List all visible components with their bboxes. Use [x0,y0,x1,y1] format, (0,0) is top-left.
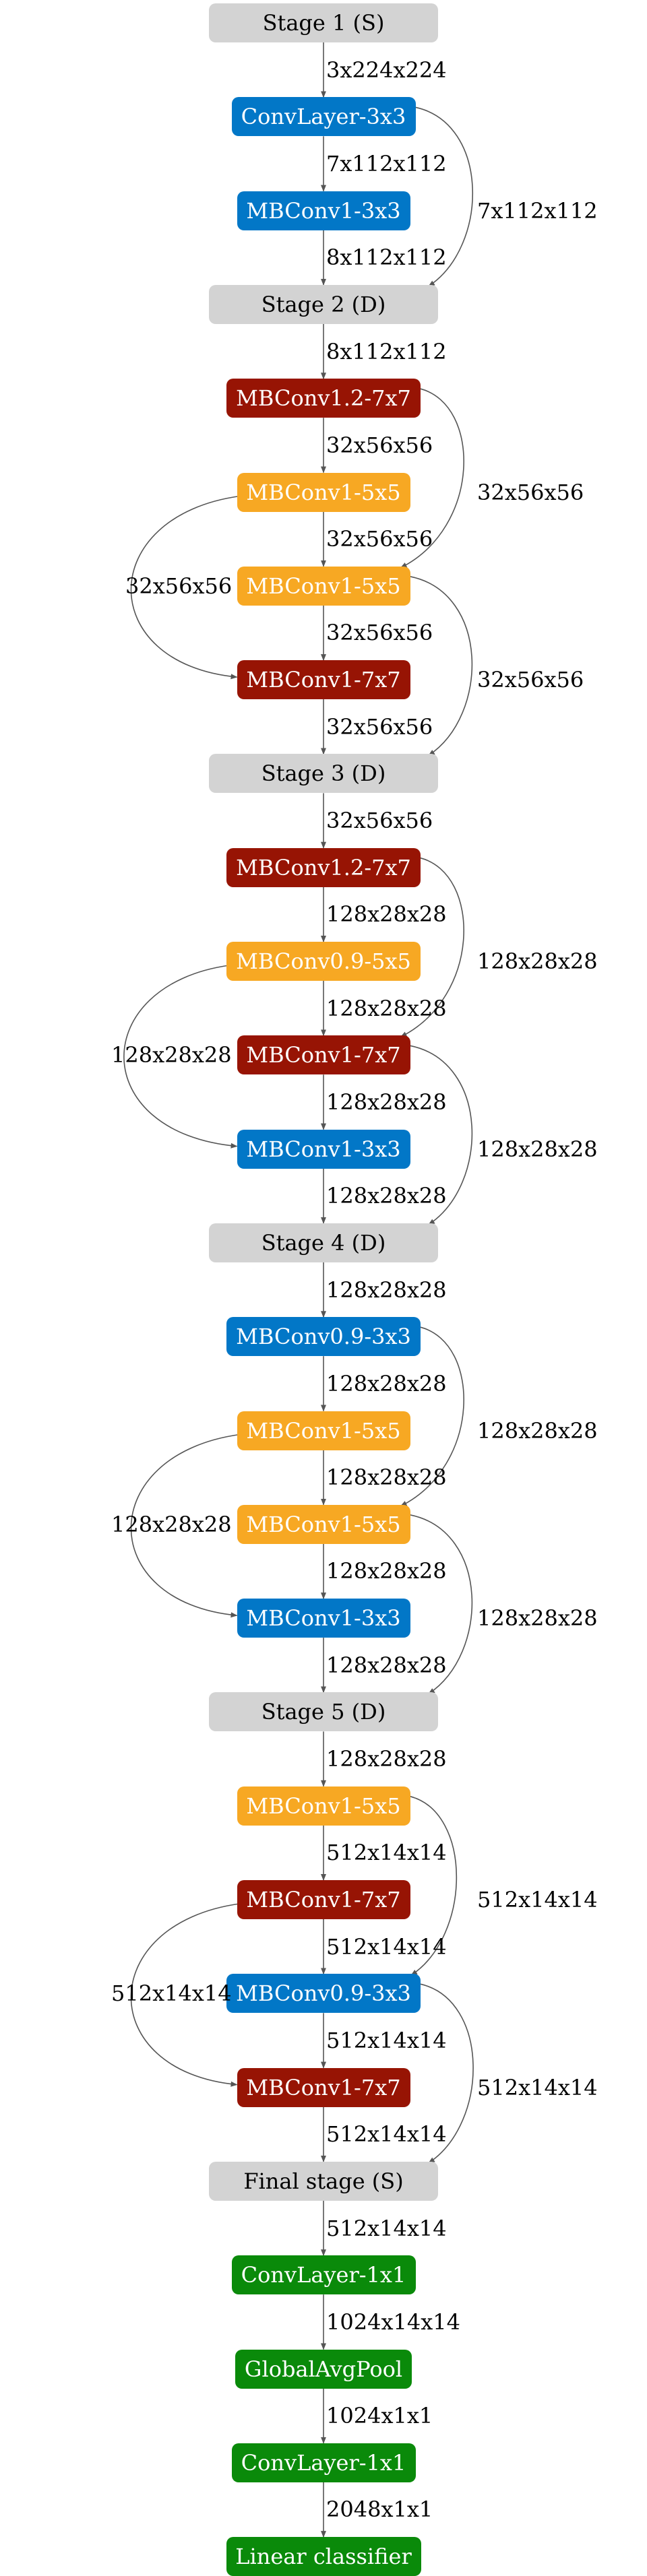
edge-label: 512x14x14 [477,2074,598,2100]
edge-label: 512x14x14 [326,2215,447,2241]
skip-connection-edge [410,1795,458,1976]
edge-label: 32x56x56 [326,526,433,552]
layer-node: MBConv0.9-3x3 [226,1317,421,1357]
edge-label: 128x28x28 [326,1089,447,1115]
skip-connection-edge [400,1326,464,1507]
skip-connection-edge [400,857,464,1038]
edge-label: 128x28x28 [326,1652,447,1678]
layer-node: MBConv1-5x5 [237,1504,410,1544]
layer-node: ConvLayer-1x1 [231,2443,416,2482]
edge-label: 3x224x224 [326,57,447,83]
edge-label: 128x28x28 [477,948,598,974]
edge-label: 512x14x14 [477,1887,598,1912]
edge-label: 2048x1x1 [326,2497,433,2523]
skip-connection-edge [130,1434,240,1618]
edge-label: 128x28x28 [326,1746,447,1772]
layer-node: MBConv1-5x5 [237,472,410,512]
layer-node: MBConv1-3x3 [237,191,410,230]
stage-node: Stage 1 (S) [209,3,438,42]
layer-node: MBConv1.2-7x7 [226,847,421,887]
skip-connection-edge [410,1045,473,1225]
stage-node: Stage 4 (D) [209,1223,438,1262]
edge-label: 128x28x28 [326,1558,447,1584]
edge-label: 8x112x112 [326,245,447,271]
edge-label: 7x112x112 [477,197,598,224]
edge-label: 128x28x28 [326,995,447,1021]
edge-label: 1024x14x14 [326,2309,460,2335]
layer-node: Linear classifier [226,2537,421,2576]
edge-label: 8x112x112 [326,338,447,364]
edge-label: 7x112x112 [326,150,447,176]
layer-node: ConvLayer-1x1 [231,2255,416,2295]
skip-connection-edge [410,576,473,756]
layer-node: MBConv0.9-3x3 [226,1974,421,2014]
layer-node: MBConv1-7x7 [237,1880,410,1919]
edge-label: 128x28x28 [477,1417,598,1444]
edge-label: 32x56x56 [125,573,233,599]
edge-label: 1024x1x1 [326,2403,433,2429]
edge-label: 128x28x28 [326,1370,447,1396]
stage-node: Stage 2 (D) [209,284,438,324]
edge-label: 128x28x28 [326,1183,447,1209]
layer-node: MBConv1-5x5 [237,1786,410,1826]
skip-connection-edge [420,1983,474,2164]
layer-node: MBConv1-7x7 [237,1035,410,1075]
edge-label: 128x28x28 [111,1511,232,1537]
layer-node: MBConv1-5x5 [237,566,410,606]
edge-label: 128x28x28 [326,1277,447,1303]
edge-label: 512x14x14 [326,2121,447,2148]
stage-node: Stage 5 (D) [209,1692,438,1732]
edge-label: 32x56x56 [326,620,433,646]
skip-connection-edge [415,106,474,287]
edge-label: 512x14x14 [111,1981,232,2007]
layer-node: ConvLayer-3x3 [231,97,416,137]
edge-label: 32x56x56 [477,479,584,505]
skip-connection-edge [410,1514,473,1695]
edge-label: 128x28x28 [477,1136,598,1162]
skip-connection-edge [130,495,240,680]
edge-label: 32x56x56 [326,432,433,458]
layer-node: MBConv1-3x3 [237,1129,410,1169]
layer-node: GlobalAvgPool [235,2349,412,2389]
skip-connection-edge [400,388,464,569]
edge-label: 32x56x56 [326,808,433,834]
edge-label: 128x28x28 [111,1042,232,1068]
layer-node: MBConv1-7x7 [237,2067,410,2107]
layer-node: MBConv0.9-5x5 [226,942,421,981]
edge-label: 128x28x28 [326,1464,447,1491]
layer-node: MBConv1-5x5 [237,1411,410,1450]
edge-label: 128x28x28 [326,901,447,928]
skip-connection-edge [130,1903,240,2087]
stage-node: Stage 3 (D) [209,754,438,794]
edge-label: 512x14x14 [326,2027,447,2053]
layer-node: MBConv1-3x3 [237,1599,410,1638]
stage-node: Final stage (S) [209,2161,438,2201]
edge-label: 32x56x56 [326,713,433,740]
skip-connection-edge [123,965,238,1149]
layer-node: MBConv1-7x7 [237,660,410,700]
edge-label: 32x56x56 [477,667,584,693]
edge-label: 128x28x28 [477,1605,598,1632]
layer-node: MBConv1.2-7x7 [226,379,421,418]
edge-label: 512x14x14 [326,1840,447,1866]
edge-label: 512x14x14 [326,1933,447,1960]
